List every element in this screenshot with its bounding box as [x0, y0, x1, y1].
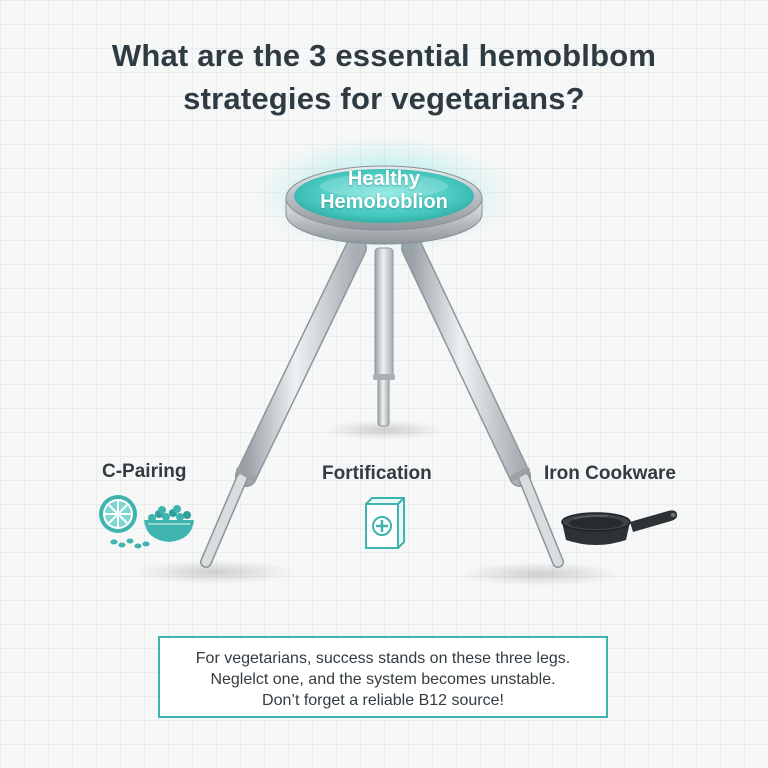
floor-shadow: [460, 562, 620, 586]
seat-label-line-2: Hemoboblion: [320, 191, 448, 213]
stool-leg-c-pairing: [200, 237, 367, 568]
seat-label: Healthy Hemoboblion: [290, 168, 478, 214]
leg-label-iron-cookware: Iron Cookware: [544, 463, 676, 484]
title-line-1: What are the 3 essential hemoblbom: [111, 38, 657, 73]
summary-note-line-2: Neglelct one, and the system becomes uns…: [210, 671, 556, 688]
bean-bowl-icon: [144, 505, 194, 542]
stool-leg-fortification: [373, 247, 395, 427]
stool-leg-iron-cookware: [401, 237, 564, 568]
leg-label-fortification: Fortification: [322, 463, 432, 484]
summary-note-line-3: Don’t forget a reliable B12 source!: [262, 692, 504, 709]
title-line-2: strategies for vegetarians?: [183, 81, 585, 116]
fortified-food-box-icon: [365, 497, 405, 549]
page-title: What are the 3 essential hemoblbom strat…: [40, 34, 728, 120]
citrus-slice-icon: [99, 495, 137, 533]
citrus-and-bean-bowl-icon: [99, 495, 194, 549]
summary-note-line-1: For vegetarians, success stands on these…: [195, 650, 571, 667]
summary-note: For vegetarians, success stands on these…: [158, 636, 608, 718]
seat-label-line-1: Healthy: [347, 168, 421, 190]
floor-shadow: [324, 420, 444, 440]
floor-shadow: [135, 560, 295, 584]
scattered-beans: [110, 538, 150, 549]
leg-label-c-pairing: C-Pairing: [102, 461, 187, 482]
stool-seat: [254, 137, 514, 253]
cast-iron-skillet-icon: [561, 510, 678, 545]
